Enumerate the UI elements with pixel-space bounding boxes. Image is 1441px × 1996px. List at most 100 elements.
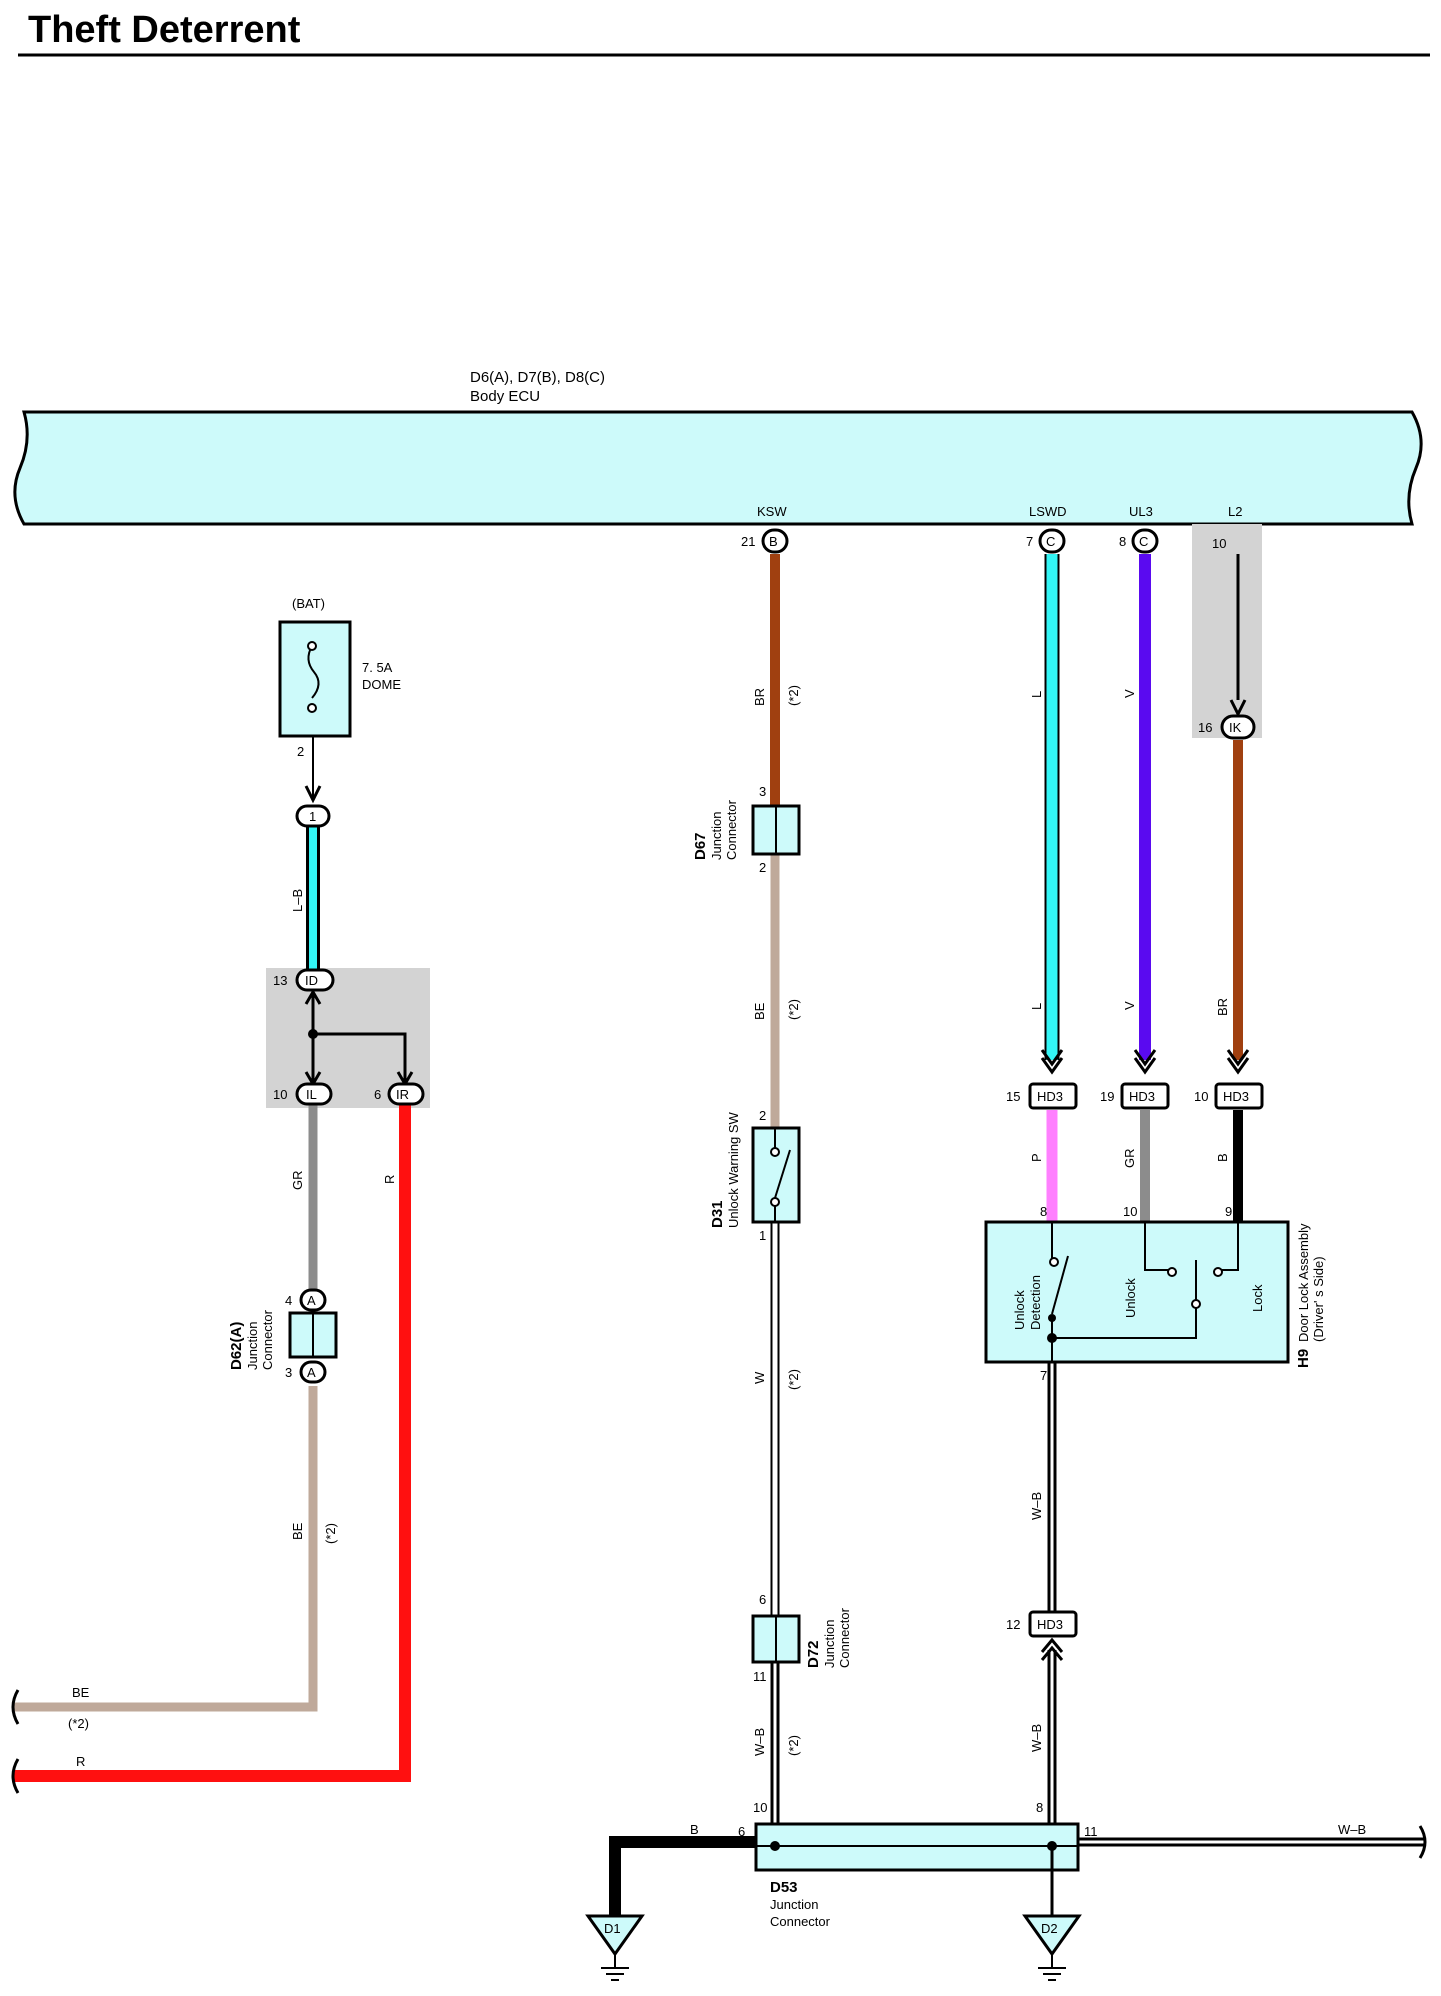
d67-label: D67 Junction Connector [692,799,739,860]
d72-line1: Junction [822,1620,837,1668]
arrow-fuse [304,785,322,804]
wire-break-be [11,1689,20,1725]
label-r-vertical: R [382,1175,397,1184]
ecu-pin-ul3-conn: C [1139,534,1148,549]
d53-dot-left [770,1841,780,1851]
ecu-terminal-ul3: UL3 [1129,504,1153,519]
pin-id-number: 13 [273,973,287,988]
wire-be-left [14,1386,318,1712]
label-l-bottom: L [1029,1003,1044,1010]
d72-line2: Connector [837,1607,852,1668]
d67-id: D67 [692,832,709,860]
ecu-pin-lswd [1038,528,1066,554]
hd3-10 [1214,1082,1264,1110]
fuse-pin-out: 2 [297,744,304,759]
fuse-name: DOME [362,677,401,692]
pin-ik-number: 16 [1198,720,1212,735]
ecu-pin-ksw [761,528,789,554]
ground-d2 [1022,1914,1082,1957]
fuse-element [307,645,320,699]
arrow-ik [1229,699,1247,718]
h9-ud-line2: Detection [1028,1275,1043,1330]
ecu-pin-ksw-number: 21 [741,534,755,549]
h9-common-bus [1052,1308,1197,1339]
fuse-dome [278,620,352,738]
d62-id: D62(A) [228,1322,245,1370]
h9-switch-ud-label: Unlock Detection [1012,1275,1043,1330]
label-gr-left: GR [290,1171,305,1191]
d31-pin-bottom: 1 [759,1228,766,1243]
ecu-pin-ksw-conn: B [769,534,778,549]
h9-lead-10 [1144,1222,1170,1271]
d72-pin-bottom: 11 [753,1669,767,1684]
fuse-terminal-bottom [307,703,317,713]
d31-blade [774,1149,791,1199]
ecu-terminal-ksw: KSW [757,504,787,519]
label-gr-right: GR [1122,1149,1137,1169]
pin-ir-number: 6 [374,1087,381,1102]
ground-d2-label: D2 [1041,1921,1058,1936]
label-be-center: BE [752,1002,767,1020]
h9-label: H9 Door Lock Assembly (Driver' s Side) [1295,1223,1326,1368]
wire-break-r [11,1758,20,1794]
d53-line2: Connector [770,1914,831,1929]
label-note-w: (*2) [786,1369,801,1390]
ecu-name: Body ECU [470,388,540,405]
d62-line1: Junction [245,1322,260,1370]
label-be-bottom: BE [72,1685,90,1700]
connector-1 [295,804,331,828]
hd3-15-number: 15 [1006,1089,1020,1104]
d72-label: D72 Junction Connector [805,1607,852,1668]
label-note-bottom: (*2) [68,1716,89,1731]
d31-contact-bottom [770,1197,780,1207]
d53-pin-6: 6 [738,1824,745,1839]
wire-b-ground [609,1836,756,1916]
h9-contact-lock [1213,1267,1223,1277]
d62-pin-top-number: 4 [285,1293,292,1308]
hd3-12-label: HD3 [1037,1617,1063,1632]
label-wb-h9: W–B [1029,1492,1044,1520]
hd3-19 [1120,1082,1170,1110]
h9-contact-ud-top [1049,1257,1059,1267]
label-v-top: V [1122,689,1137,698]
ground-d1-label: D1 [604,1921,621,1936]
label-lb: L–B [290,889,305,912]
d62-pin-top [299,1288,327,1312]
d62-pin-bottom [299,1360,327,1384]
h9-pin-9: 9 [1225,1204,1232,1219]
label-r-bottom: R [76,1754,85,1769]
h9-lead-9 [1220,1222,1239,1271]
label-wb-hd3: W–B [1029,1724,1044,1752]
page-title: Theft Deterrent [28,9,301,51]
h9-id: H9 [1295,1349,1312,1368]
label-note-ksw: (*2) [786,685,801,706]
ecu-connectors: D6(A), D7(B), D8(C) [470,369,605,386]
d53-pin-11: 11 [1084,1824,1098,1839]
d62-line2: Connector [260,1309,275,1370]
label-p: P [1029,1153,1044,1162]
d62-conn-top: A [307,1293,316,1308]
fuse-terminal-top [307,641,317,651]
h9-side: (Driver' s Side) [1311,1256,1326,1342]
d67-pin-top: 3 [759,784,766,799]
d62-pin-bottom-number: 3 [285,1365,292,1380]
d72-id: D72 [805,1640,822,1668]
label-b-right: B [1215,1153,1230,1162]
junction-id-dot [308,1029,318,1039]
arrow-hd3-12 [1040,1637,1064,1661]
ecu-pin-ul3 [1131,528,1159,554]
label-b-ground: B [690,1822,699,1837]
arrow-hd3-15 [1040,1049,1064,1075]
d72-pin-top: 6 [759,1592,766,1607]
arrow-hd3-19 [1133,1049,1157,1075]
pin-il-number: 10 [273,1087,287,1102]
h9-unlock: Unlock [1123,1278,1138,1318]
h9-pin-10: 10 [1123,1204,1137,1219]
wire-break-right [1418,1825,1427,1859]
label-v-bottom: V [1122,1001,1137,1010]
pin-id-label: ID [305,973,318,988]
h9-name: Door Lock Assembly [1296,1223,1311,1342]
h9-blade-ud [1051,1255,1069,1315]
hd3-15 [1028,1082,1078,1110]
ecu-pin-lswd-number: 7 [1026,534,1033,549]
